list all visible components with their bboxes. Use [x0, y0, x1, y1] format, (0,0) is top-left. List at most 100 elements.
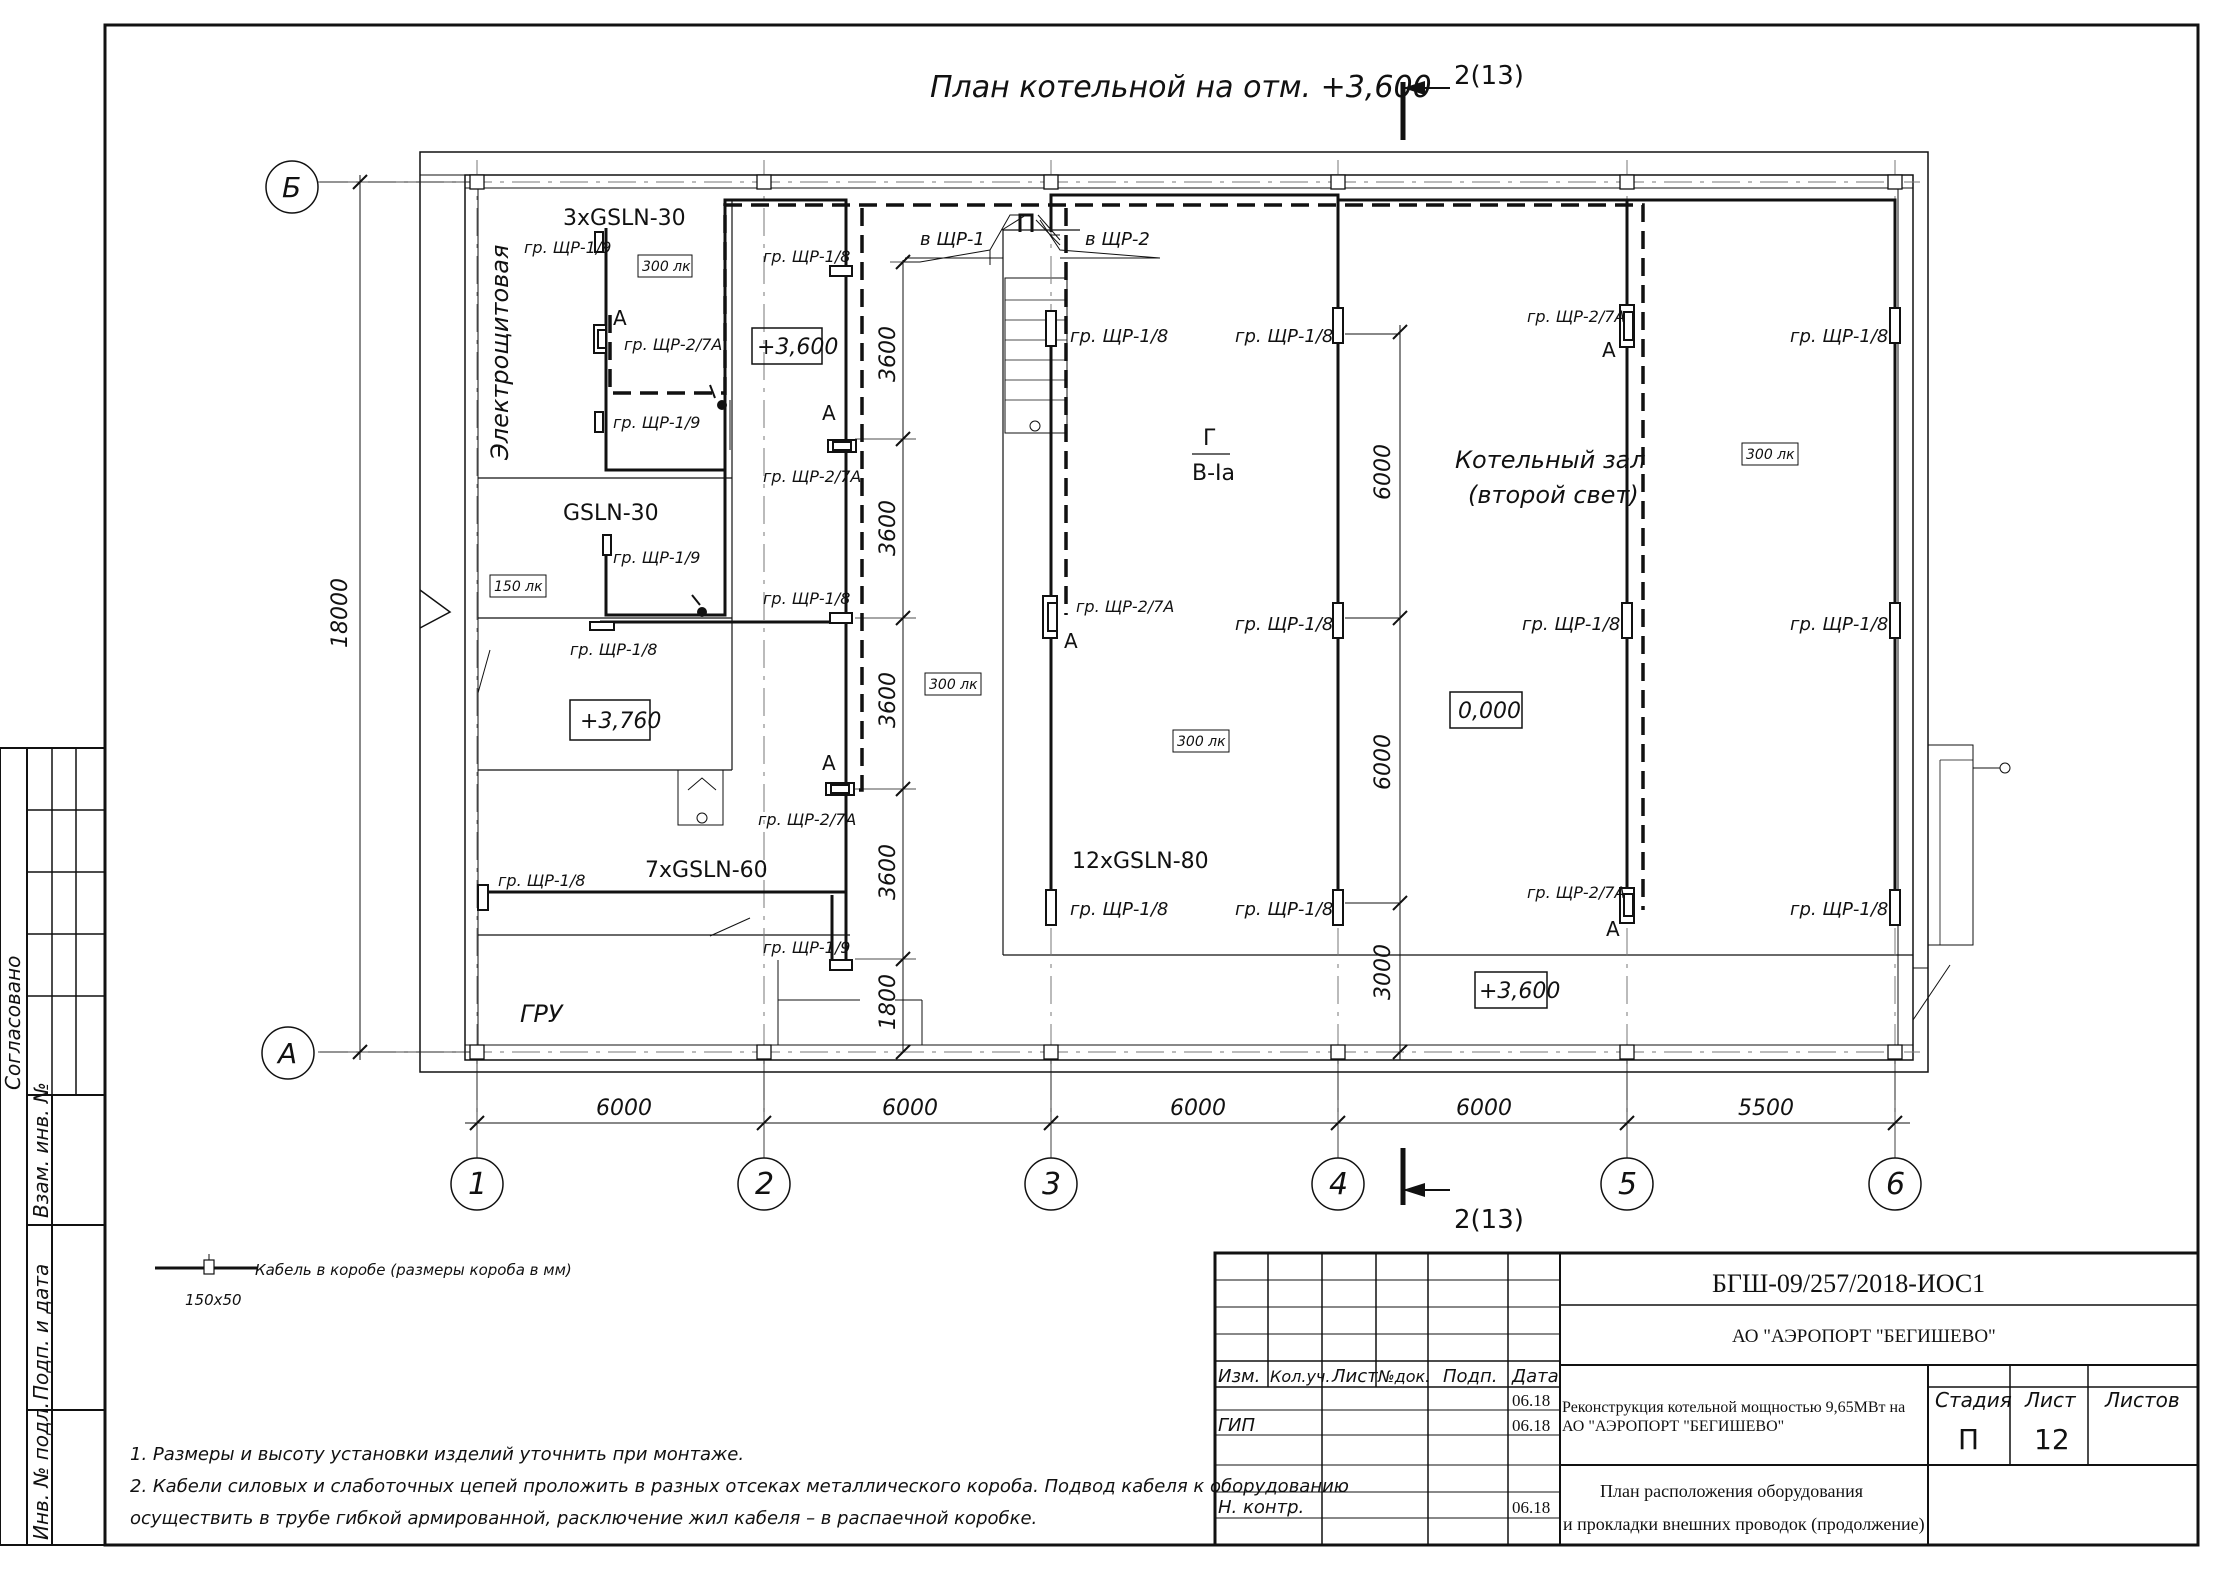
tb-role-gip: ГИП	[1218, 1415, 1255, 1436]
group-label: гр. ЩР-1/8	[1790, 326, 1888, 347]
side-agreed: Согласовано	[1, 956, 25, 1090]
dim-h-2: 6000	[882, 1096, 938, 1121]
emergency-mark: А	[822, 401, 836, 425]
columns	[469, 174, 1903, 1060]
group-label: гр. ЩР-1/8	[1070, 326, 1168, 347]
level-box-4	[1474, 971, 1548, 1009]
emergency-mark: А	[1606, 917, 1620, 941]
group-label: гр. ЩР-1/8	[1070, 899, 1168, 920]
tb-date-1: 06.18	[1512, 1391, 1550, 1410]
level-2: +3,760	[580, 709, 661, 734]
dimension-chain-horizontal	[465, 1060, 1910, 1158]
fixture-3: 7xGSLN-60	[645, 858, 768, 883]
legend-size: 150х50	[185, 1291, 242, 1309]
group-label: гр. ЩР-1/8	[763, 589, 850, 608]
axis-label-6: 6	[1886, 1167, 1905, 1202]
section-mark-top	[1400, 81, 1450, 140]
luminaires-vertical	[477, 231, 1901, 926]
dim-h-3: 6000	[1170, 1096, 1226, 1121]
fixture-4: 12xGSLN-80	[1072, 849, 1209, 874]
group-label: гр. ЩР-1/9	[613, 548, 700, 567]
tb-role-nkontr: Н. контр.	[1218, 1497, 1304, 1518]
tb-sheet-label: Лист	[2024, 1388, 2077, 1412]
room-hall-2: (второй свет)	[1468, 481, 1639, 509]
lux-1: 300 лк	[642, 259, 691, 275]
level-box-3	[1449, 691, 1523, 729]
group-label: гр. ЩР-2/7А	[1076, 597, 1174, 616]
axis-label-5: 5	[1618, 1167, 1637, 1202]
fixture-1: 3xGSLN-30	[563, 206, 686, 231]
lux-box-3	[924, 672, 982, 696]
level-1: +3,600	[757, 335, 838, 360]
tb-header-podp: Подп.	[1443, 1366, 1497, 1387]
level-4: +3,600	[1479, 979, 1560, 1004]
dim-h-5: 5500	[1738, 1096, 1794, 1121]
note-3: осуществить в трубе гибкой армированной,…	[130, 1508, 1037, 1529]
group-label: гр. ЩР-1/8	[1235, 326, 1333, 347]
group-label: гр. ЩР-1/8	[1235, 899, 1333, 920]
tb-code: БГШ-09/257/2018-ИОС1	[1712, 1269, 1985, 1298]
tb-header-koluch: Кол.уч.	[1270, 1367, 1330, 1386]
room-electro: Электрощитовая	[486, 245, 514, 461]
lux-5: 300 лк	[1746, 447, 1795, 463]
feed-1: в ЩР-1	[920, 229, 985, 250]
lux-box-4	[1172, 729, 1230, 753]
dim-h-1: 6000	[596, 1096, 652, 1121]
interior-partitions	[478, 200, 2011, 1045]
dim-left-5: 1800	[876, 974, 901, 1030]
tb-project-1: Реконструкция котельной мощностью 9,65МВ…	[1562, 1399, 1905, 1416]
group-label: гр. ЩР-1/8	[763, 247, 850, 266]
emergency-mark: А	[1064, 629, 1078, 653]
axis-label-A: А	[276, 1037, 297, 1070]
fixture-2: GSLN-30	[563, 501, 659, 526]
tb-sheet-title-1: План расположения оборудования	[1600, 1481, 1863, 1501]
tb-sheets-label: Листов	[2104, 1388, 2180, 1412]
tb-header-list: Лист	[1331, 1366, 1378, 1387]
tb-date-3: 06.18	[1512, 1498, 1550, 1517]
lux-2: 150 лк	[494, 579, 543, 595]
group-label: гр. ЩР-1/9	[763, 938, 850, 957]
switches	[691, 384, 727, 617]
dim-right-3: 3000	[1371, 944, 1396, 1000]
group-label: гр. ЩР-2/7А	[624, 335, 722, 354]
emergency-mark: А	[1602, 338, 1616, 362]
dim-left-1: 3600	[876, 326, 901, 382]
legend-cable-symbol	[155, 1254, 258, 1275]
tb-date-2: 06.18	[1512, 1416, 1550, 1435]
tb-header-data: Дата	[1511, 1366, 1559, 1387]
room-hall-1: Котельный зал	[1455, 446, 1646, 474]
room-category-bottom: В-Ia	[1192, 461, 1235, 486]
note-2: 2. Кабели силовых и слаботочных цепей пр…	[130, 1476, 1349, 1497]
group-label: гр. ЩР-1/8	[1790, 899, 1888, 920]
tb-project-2: АО "АЭРОПОРТ "БЕГИШЕВО"	[1562, 1418, 1784, 1435]
tb-stage: П	[1958, 1423, 1979, 1456]
axis-lines	[320, 160, 1920, 1120]
legend-text: Кабель в коробе (размеры короба в мм)	[255, 1261, 572, 1279]
group-label: гр. ЩР-2/7А	[758, 810, 856, 829]
side-inv-orig: Инв. № подл.	[29, 1402, 53, 1540]
sheet-frame	[0, 23, 2200, 1547]
room-gru: ГРУ	[520, 1000, 564, 1028]
tb-header-ndok: №док.	[1377, 1367, 1430, 1386]
dimension-chain-left	[855, 254, 916, 1060]
dim-total-vertical: 18000	[328, 578, 353, 648]
group-label: гр. ЩР-1/8	[1790, 614, 1888, 635]
lux-box-1	[637, 254, 693, 278]
lux-box-5	[1741, 442, 1799, 466]
feed-leader-1	[1001, 214, 1027, 231]
section-label-bottom: 2(13)	[1454, 1205, 1524, 1235]
group-label: гр. ЩР-1/9	[524, 238, 611, 257]
side-inv-zam: Взам. инв. №	[29, 1082, 53, 1218]
feed-leader-2	[1035, 219, 1061, 246]
emergency-mark: А	[822, 751, 836, 775]
lux-4: 300 лк	[1177, 734, 1226, 750]
title-block-frame	[1213, 1251, 2200, 1547]
lux-box-2	[489, 574, 547, 598]
group-label: гр. ЩР-2/7А	[1527, 883, 1625, 902]
room-category-top: Г	[1203, 426, 1216, 451]
group-label: гр. ЩР-1/9	[613, 413, 700, 432]
section-label-top: 2(13)	[1454, 61, 1524, 91]
tb-stage-label: Стадия	[1935, 1388, 2012, 1412]
tb-sheet: 12	[2034, 1423, 2070, 1456]
